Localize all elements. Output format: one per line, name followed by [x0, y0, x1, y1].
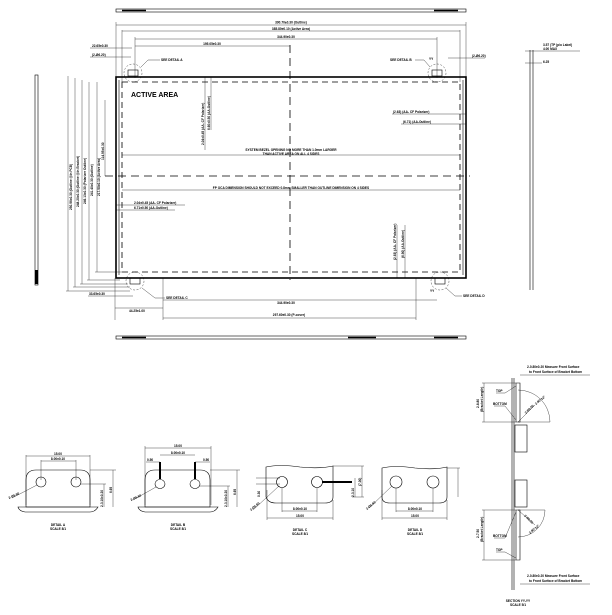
section-bracket-bottom-sub: (Bracket Length): [480, 517, 484, 542]
detail-b-right: 0.50: [203, 458, 209, 462]
left-dim-5: 217.50±0.10 (Active Area): [97, 158, 101, 196]
detail-a-pitch: 8.00±0.10: [51, 457, 65, 461]
dim-left-outline: 6.71±0.50 (AA-Outline): [134, 206, 168, 210]
detail-b-scale: SCALE 8/1: [170, 527, 186, 531]
bottom-edge-view: [115, 335, 467, 340]
dim-outline-width: 390.70±0.30 (Outline): [275, 21, 307, 25]
detail-b-width: 15.00: [174, 444, 182, 448]
see-detail-c: SEE DETAIL C: [166, 296, 188, 300]
detail-b-hole: 2-Ø5.60: [130, 493, 142, 502]
detail-c-height: (7.00): [358, 478, 362, 486]
detail-c-pitch: 8.00±0.10: [293, 507, 307, 511]
detail-a-scale: SCALE 8/1: [50, 527, 66, 531]
left-dim-4: 241.40±0.30 (Outline): [90, 164, 94, 196]
detail-b-height: 6.65: [233, 489, 237, 495]
dim-active-width: 385.80±0.10 (Active Area): [272, 27, 310, 31]
note-bezel-line2: THAN ACTIVE AREA ON ALL 4 SIDES: [263, 152, 320, 156]
detail-b-title: DETAIL B: [171, 523, 186, 527]
section-note-bottom-1: 2-0.80±0.20 Measure Front Surface: [527, 574, 580, 578]
detail-d-hole: 2-Ø5.60: [365, 500, 377, 511]
dim-right-top: (2-Ø6.20): [472, 54, 486, 58]
detail-c-hole: 2-Ø5.60: [249, 501, 261, 512]
side-dim-max: 4.00 MAX: [543, 47, 558, 51]
side-dim-small: 6.25: [543, 60, 549, 64]
side-dim-label: 3.57 (TP (p/o Label): [543, 43, 572, 47]
detail-a: 15.00 8.00±0.10 2-Ø5.60 2-3.10±0.20 6.65…: [8, 452, 116, 531]
detail-c-slot: 2-3.10: [351, 488, 355, 497]
dim-vertical-half: 114.95±0.30: [101, 142, 105, 160]
section-note-top-2: to Front Surface of Bracket Bottom: [529, 370, 582, 374]
detail-c-width: 15.00: [296, 514, 304, 518]
dim-right-cf: (2.63) (AA- CF Polarizer): [393, 110, 430, 114]
detail-a-hole: 2-Ø5.60: [8, 491, 20, 500]
section-angle-bottom: 2-90°±2°: [528, 523, 541, 535]
section-title: SECTION YY-YY: [506, 599, 531, 603]
detail-d-width: 15.00: [411, 514, 419, 518]
note-oca: FP OCA DIMENSION SHOULD NOT EXCEED 0.8mm…: [213, 186, 369, 190]
dim-bottom-cf: (2.63) (AA- CF Polarizer): [393, 224, 397, 261]
section-bracket-bottom: 2-7.50: [476, 529, 480, 538]
dim-pcover: 297.60±0.30 (P-cover): [273, 313, 305, 317]
section-bracket-top-sub: (Bracket Length): [480, 387, 484, 412]
section-bottom-label-2: BOTTOM: [493, 534, 507, 538]
left-dim-1: 250.96±0.30 (Outline @In PCB): [69, 164, 73, 210]
left-dimensions: 250.96±0.30 (Outline @In PCB) 248.20±0.3…: [66, 76, 130, 292]
note-bezel-line1: SYSTEM BEZEL OPENING NO MORE THAN 1.0mm …: [245, 148, 337, 152]
dim-bottom-outline: (6.90) (AA-Outline): [401, 230, 405, 258]
dim-left-top-b: (2-Ø6.20): [92, 53, 106, 57]
see-detail-a: SEE DETAIL A: [161, 58, 183, 62]
section-top-label-2: TOP: [496, 548, 503, 552]
section-scale: SCALE 5/1: [510, 603, 526, 607]
section-mark-bottom: YY: [430, 289, 435, 293]
detail-a-slot: 2-3.10±0.20: [100, 490, 104, 507]
detail-a-width: 15.00: [54, 452, 62, 456]
detail-d-scale: SCALE 8/1: [407, 532, 423, 536]
section-radius-bottom: 2-R0.50: [523, 514, 534, 525]
detail-b-slot: 2-3.10±0.20: [224, 490, 228, 507]
dim-top-cf: 2.04±0.45 (AA- CF Polarizer): [201, 103, 205, 145]
left-dim-3: 246.13±0.30 (Polarizer Outline): [83, 158, 87, 204]
detail-c-scale: SCALE 8/1: [292, 532, 308, 536]
detail-d-pitch: 8.00±0.10: [408, 507, 422, 511]
left-dim-2: 248.20±0.30 (Outline @In Bracket): [76, 156, 80, 207]
detail-b-pitch: 8.00±0.10: [171, 451, 185, 455]
section-bottom-label-1: BOTTOM: [493, 402, 507, 406]
dim-left-cf: 2.04±0.45 (AA- CF Polarizer): [134, 201, 176, 205]
dim-bottom-left: 33.65±0.30: [89, 292, 105, 296]
section-mark-top: YY: [429, 57, 434, 61]
section-note-bottom-2: to Front Surface of Bracket Bottom: [529, 579, 582, 583]
corner-holes: SEE DETAIL A SEE DETAIL B YY SEE DETAIL …: [123, 57, 485, 300]
top-dimensions: 390.70±0.30 (Outline) 385.80±0.10 (Activ…: [90, 21, 486, 82]
dim-top-outline: 6.60±0.50 (AA-Outline): [207, 96, 211, 130]
dim-bottom-offset: 44.25±1.00: [129, 309, 145, 313]
section-yy: 2-R0.50 2-90°±2° 2-R0.50 2-90°±2° 2-8.80…: [476, 365, 590, 607]
left-side-view: [34, 74, 39, 286]
section-bracket-top: 2-8.80: [476, 399, 480, 408]
top-edge-view: [115, 8, 467, 13]
section-radius-top: 2-R0.50: [524, 404, 535, 415]
detail-b: 15.00 8.00±0.10 0.50 0.50 2-Ø5.60 2-3.10…: [130, 444, 240, 531]
dim-right-outline: (6.71) (AA-Outline): [403, 120, 431, 124]
detail-a-height: 6.65: [109, 487, 113, 493]
dim-half-pitch: 195.05±0.30: [203, 42, 221, 46]
section-top-label-1: TOP: [496, 389, 503, 393]
detail-d-title: DETAIL D: [408, 528, 423, 532]
detail-d: 15.00 8.00±0.10 2-Ø5.60 DETAIL D SCALE 8…: [365, 466, 460, 536]
detail-c-side: 0.30: [257, 491, 261, 497]
dim-hole-pitch-bottom: 344.90±0.30: [277, 301, 295, 305]
bottom-dimensions: 33.65±0.30 44.25±1.00 344.90±0.30 297.60…: [88, 278, 437, 320]
right-side-view: 3.57 (TP (p/o Label) 4.00 MAX 6.25: [525, 43, 580, 290]
front-view-panel: ACTIVE AREA SYSTEM BEZEL OPENING NO MORE…: [101, 45, 470, 280]
see-detail-b: SEE DETAIL B: [390, 58, 412, 62]
section-note-top-1: 2-0.80±0.20 Measure Front Surface: [527, 365, 580, 369]
see-detail-d: SEE DETAIL D: [463, 294, 485, 298]
dim-hole-pitch-top: 344.90±0.30: [277, 35, 295, 39]
detail-c-title: DETAIL C: [293, 528, 308, 532]
detail-c: 15.00 8.00±0.10 0.30 2-Ø5.60 2-3.10 (7.0…: [249, 465, 364, 536]
section-angle-top: 2-90°±2°: [534, 394, 547, 406]
dim-left-top-a: 22.65±0.30: [92, 44, 108, 48]
detail-b-left: 0.50: [147, 458, 153, 462]
detail-a-title: DETAIL A: [51, 523, 66, 527]
active-area-label: ACTIVE AREA: [131, 92, 178, 99]
